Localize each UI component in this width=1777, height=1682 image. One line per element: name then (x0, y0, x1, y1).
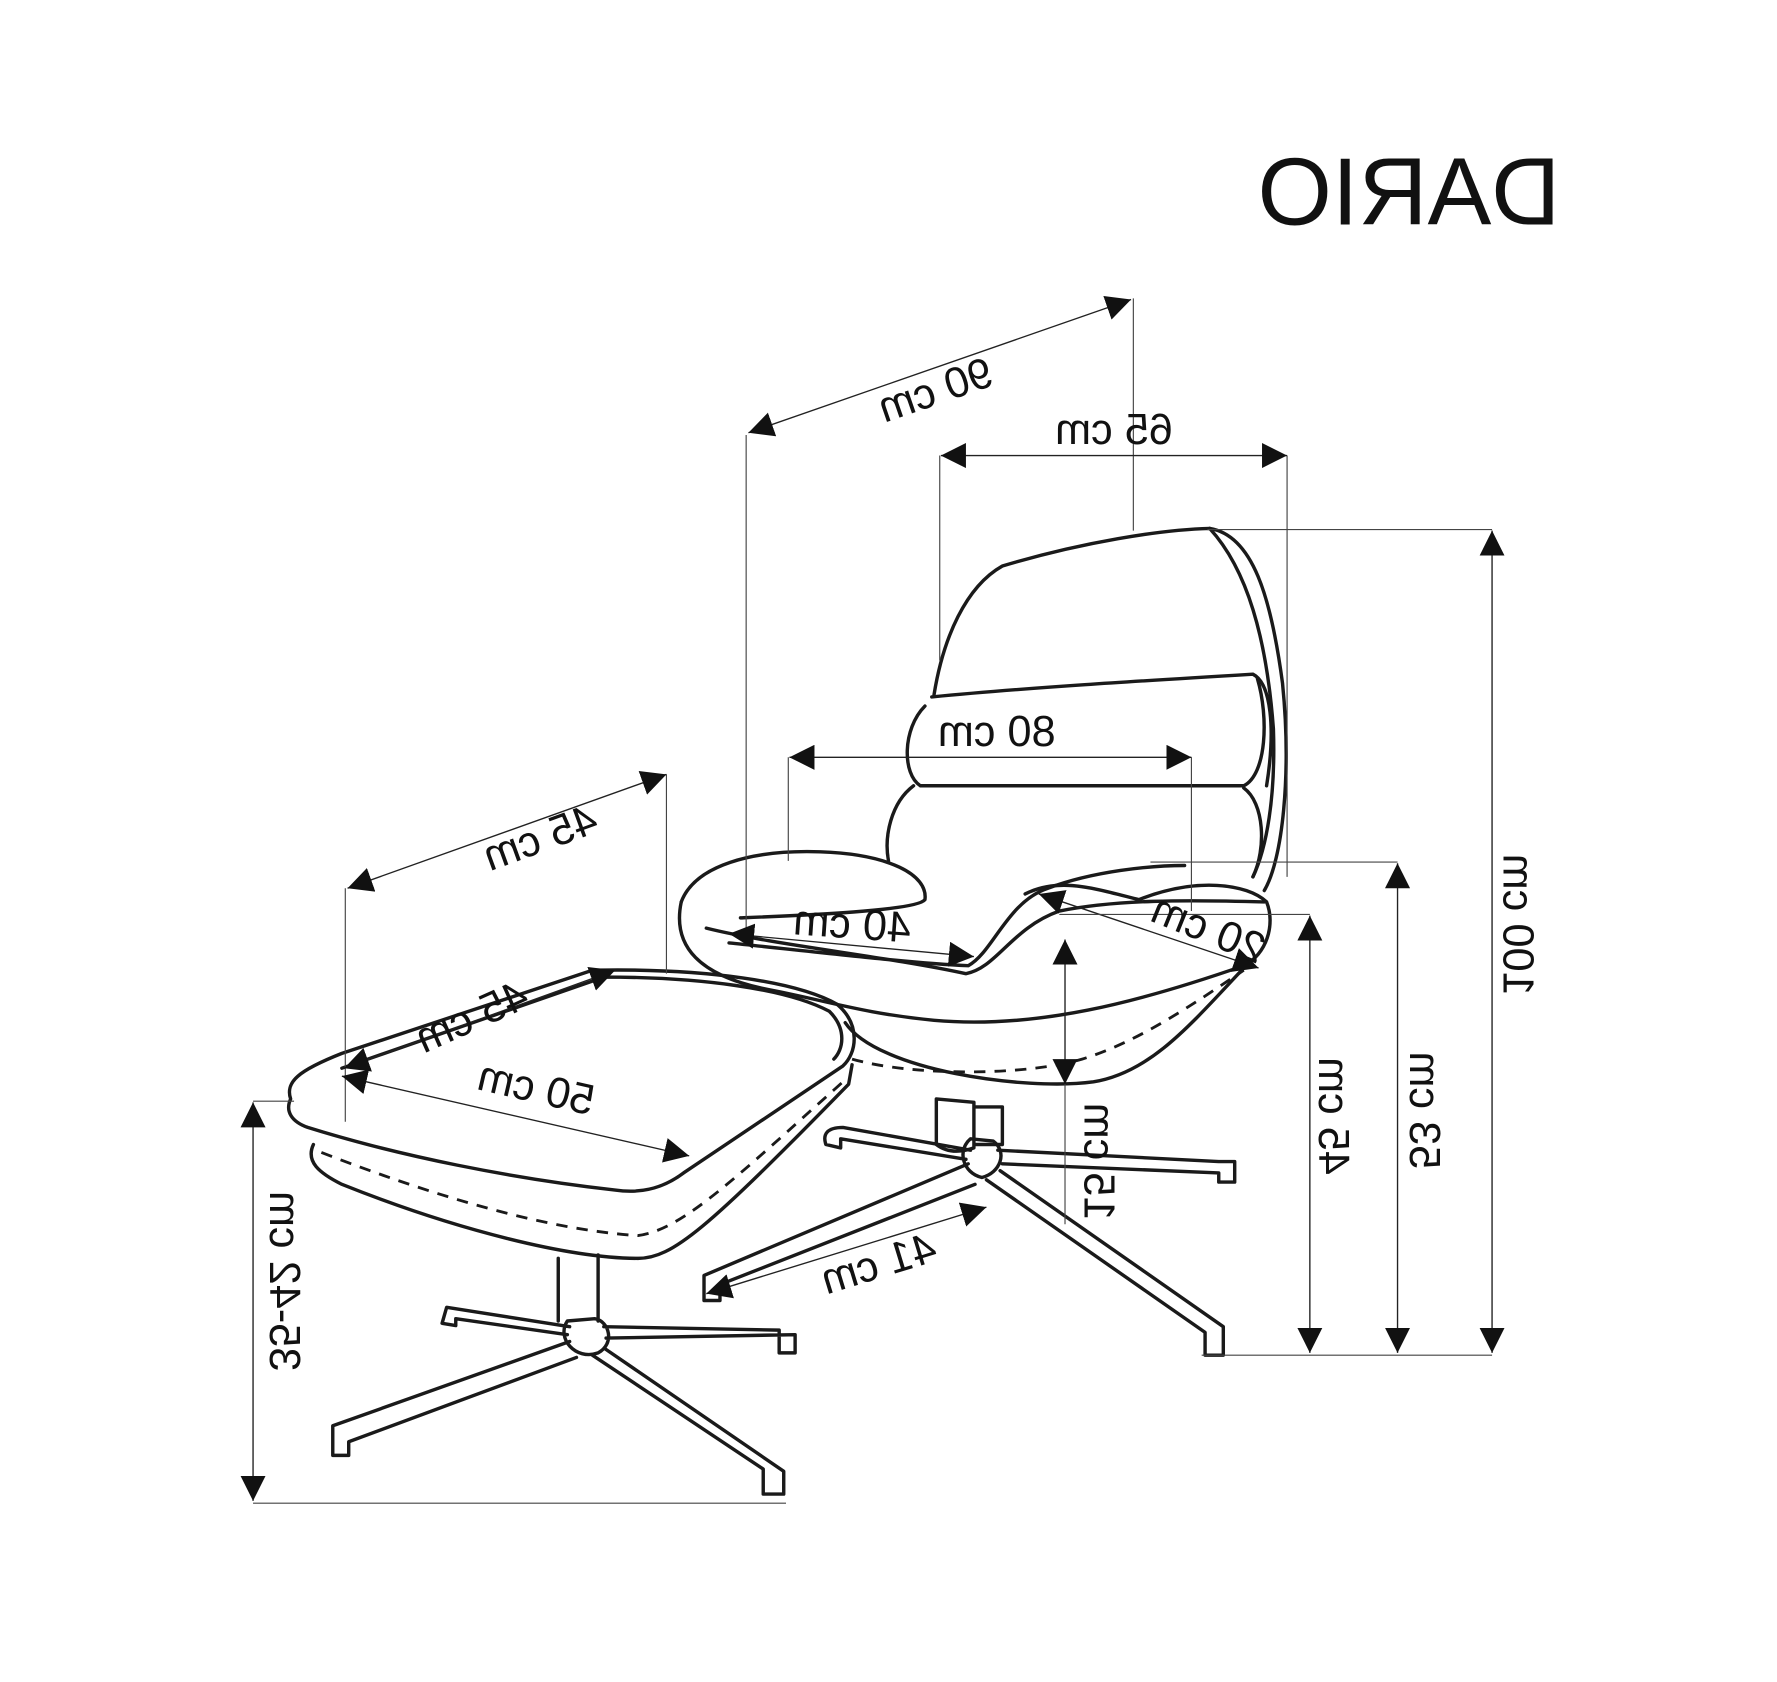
label-seat-depth: 40 cm (792, 896, 913, 952)
dimension-lines (240, 295, 1505, 1504)
label-armrest-width: 20 cm (1145, 885, 1272, 974)
label-ottoman-height: 35-42 cm (260, 1191, 308, 1371)
seat-shell-bottom (843, 966, 1246, 1086)
label-base-leg: 41 cm (815, 1224, 942, 1304)
label-seat-height: 45 cm (1309, 1057, 1357, 1175)
armchair (677, 526, 1288, 1357)
label-ottoman-width-top: 45 cm (408, 971, 535, 1063)
chair-base-star (702, 1125, 1237, 1357)
label-chair-width: 80 cm (938, 708, 1056, 756)
gas-column (934, 1097, 1005, 1153)
backrest-pad-top (930, 672, 1273, 788)
label-ottoman-diagonal: 50 cm (473, 1052, 599, 1125)
ottoman (286, 968, 856, 1496)
label-armrest-height: 53 cm (1400, 1051, 1448, 1169)
ottoman-base-star (331, 1305, 797, 1496)
label-armrest-above-seat: 15 cm (1074, 1103, 1122, 1221)
label-ottoman-depth: 45 cm (477, 795, 604, 880)
ottoman-column (556, 1253, 600, 1323)
armrest-left (679, 849, 927, 920)
label-backrest-width: 65 cm (1055, 406, 1173, 454)
label-total-height: 100 cm (1493, 854, 1541, 996)
backrest-pad-bottom (885, 784, 1264, 879)
label-chair-depth: 90 cm (872, 349, 999, 433)
product-title: DARIO (1257, 139, 1560, 246)
